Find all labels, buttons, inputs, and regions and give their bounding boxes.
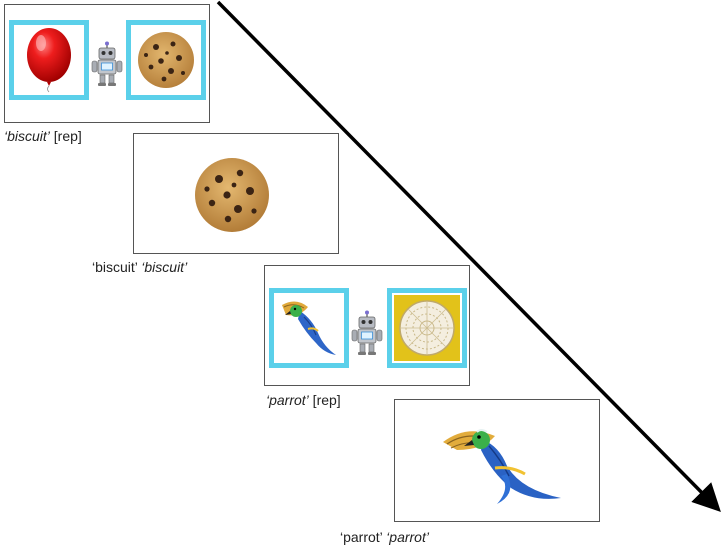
target-word: ‘parrot’ bbox=[266, 392, 309, 408]
repeated-word: ‘biscuit’ bbox=[141, 259, 188, 275]
trial-1-panel bbox=[4, 4, 210, 123]
trial-2-panel bbox=[133, 133, 339, 254]
spoken-word: ‘parrot’ bbox=[340, 529, 383, 545]
trial-2-caption: ‘biscuit’ ‘biscuit’ bbox=[92, 259, 187, 275]
left-choice-box bbox=[9, 20, 89, 100]
yellow-plate-icon bbox=[394, 295, 460, 361]
cookie-icon bbox=[138, 32, 194, 88]
spoken-word: ‘biscuit’ bbox=[92, 259, 138, 275]
rep-tag: [rep] bbox=[308, 392, 341, 408]
trial-3-panel bbox=[264, 265, 470, 386]
right-choice-box bbox=[387, 288, 467, 368]
target-word: ‘biscuit’ bbox=[4, 128, 50, 144]
rep-tag: [rep] bbox=[49, 128, 82, 144]
parrot-icon bbox=[282, 301, 336, 355]
robot-icon bbox=[351, 310, 383, 355]
parrot-icon bbox=[443, 429, 561, 504]
balloon-icon bbox=[27, 28, 71, 93]
left-choice-box bbox=[269, 288, 349, 368]
trial-3-caption: ‘parrot’ [rep] bbox=[266, 392, 341, 408]
trial-4-panel bbox=[394, 399, 600, 522]
right-choice-box bbox=[126, 20, 206, 100]
trial-4-caption: ‘parrot’ ‘parrot’ bbox=[340, 529, 429, 545]
cookie-icon bbox=[195, 158, 269, 232]
repeated-word: ‘parrot’ bbox=[386, 529, 429, 545]
trial-1-caption: ‘biscuit’ [rep] bbox=[4, 128, 82, 144]
robot-icon bbox=[91, 41, 123, 86]
